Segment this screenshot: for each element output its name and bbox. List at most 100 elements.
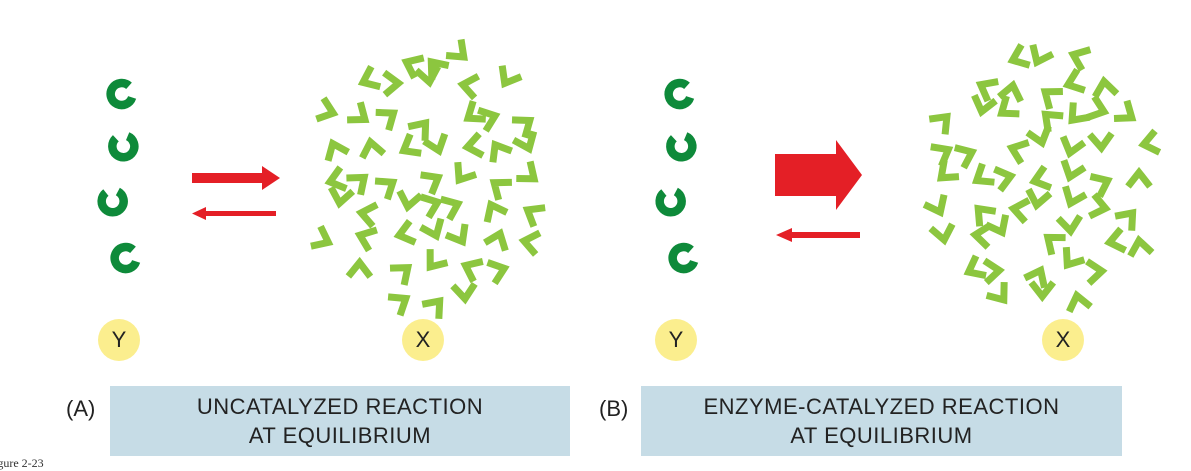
- badge-y-a: Y: [98, 319, 140, 361]
- forward-arrow-thick: [775, 140, 862, 210]
- caption-a-line1: UNCATALYZED REACTION: [196, 394, 484, 419]
- figure-label: igure 2-23: [0, 456, 44, 470]
- x-molecule: [931, 224, 955, 242]
- y-molecule: [666, 81, 691, 107]
- caption-a: UNCATALYZED REACTION AT EQUILIBRIUM: [110, 386, 570, 456]
- x-molecule: [986, 215, 1012, 237]
- x-molecule: [929, 109, 955, 134]
- x-molecule: [970, 201, 996, 226]
- x-molecule: [316, 98, 336, 123]
- x-molecule: [1038, 83, 1062, 109]
- x-molecule: [421, 168, 444, 194]
- panel-a-x-molecules: [311, 39, 545, 318]
- x-molecule: [1064, 70, 1085, 95]
- x-molecule: [461, 256, 483, 282]
- caption-b-line2: AT EQUILIBRIUM: [790, 423, 973, 448]
- x-molecule: [388, 289, 412, 315]
- x-molecule: [1059, 137, 1084, 157]
- x-molecule: [347, 102, 371, 128]
- x-molecule: [1115, 206, 1141, 231]
- x-molecule: [421, 192, 442, 218]
- x-molecule: [971, 164, 995, 190]
- x-molecule: [964, 256, 986, 282]
- x-molecule: [987, 282, 1013, 306]
- x-molecule: [390, 259, 415, 285]
- y-molecule: [108, 81, 133, 107]
- x-molecule: [359, 202, 377, 226]
- x-molecule: [522, 230, 540, 254]
- x-molecule: [984, 259, 1000, 282]
- x-molecule: [516, 161, 541, 187]
- x-molecule: [522, 200, 545, 226]
- x-molecule: [487, 258, 507, 283]
- x-molecule: [1114, 101, 1138, 127]
- x-molecule: [486, 139, 512, 162]
- x-molecule: [1008, 45, 1029, 71]
- x-molecule: [1087, 260, 1103, 283]
- label-x: X: [1055, 327, 1071, 352]
- panel-b-y-molecules: [659, 81, 695, 271]
- x-molecule: [976, 75, 999, 101]
- y-molecule: [112, 245, 137, 271]
- x-molecule: [1128, 239, 1152, 256]
- x-molecule: [348, 262, 370, 276]
- x-molecule: [446, 224, 472, 247]
- x-molecule: [465, 134, 483, 158]
- label-x: X: [415, 327, 431, 352]
- x-molecule: [311, 226, 333, 252]
- x-molecule: [924, 195, 950, 217]
- x-molecule: [360, 140, 384, 158]
- badge-x-a: X: [402, 319, 444, 361]
- x-molecule: [450, 162, 476, 186]
- y-molecule: [659, 191, 683, 213]
- x-molecule: [441, 194, 462, 220]
- x-molecule: [1128, 173, 1150, 187]
- panel-tag-a: (A): [66, 396, 96, 421]
- x-molecule: [1107, 229, 1125, 253]
- x-molecule: [1026, 189, 1050, 207]
- panel-a-arrows: [192, 166, 280, 220]
- y-molecule: [669, 135, 694, 159]
- caption-a-line2: AT EQUILIBRIUM: [248, 423, 432, 448]
- x-molecule: [461, 74, 479, 98]
- x-molecule: [485, 230, 511, 251]
- x-molecule: [376, 104, 400, 130]
- x-molecule: [356, 225, 377, 251]
- x-molecule: [1090, 171, 1112, 197]
- x-molecule: [955, 142, 977, 168]
- x-molecule: [446, 39, 471, 65]
- x-molecule: [422, 249, 448, 274]
- x-molecule: [487, 174, 511, 200]
- x-molecule: [359, 67, 381, 93]
- label-y: Y: [668, 327, 684, 352]
- x-molecule: [1027, 126, 1052, 146]
- x-molecule: [1027, 45, 1053, 67]
- x-molecule: [397, 191, 421, 209]
- x-molecule: [1064, 102, 1090, 127]
- y-molecule: [670, 245, 695, 271]
- x-molecule: [994, 165, 1013, 190]
- reverse-arrow: [776, 228, 860, 242]
- x-molecule: [1066, 293, 1091, 312]
- panel-a-y-molecules: [101, 81, 137, 271]
- x-molecule: [421, 219, 447, 240]
- x-molecule: [1011, 198, 1029, 222]
- x-molecule: [1031, 167, 1051, 192]
- x-molecule: [495, 66, 521, 89]
- x-molecule: [398, 134, 421, 160]
- badge-y-b: Y: [655, 319, 697, 361]
- x-molecule: [1141, 131, 1159, 155]
- x-molecule: [1025, 265, 1051, 287]
- caption-b: ENZYME-CATALYZED REACTION AT EQUILIBRIUM: [641, 386, 1122, 456]
- x-molecule: [1008, 138, 1029, 163]
- x-molecule: [1090, 133, 1113, 148]
- y-molecule: [111, 135, 136, 159]
- x-molecule: [396, 221, 415, 246]
- x-molecule: [1090, 195, 1108, 219]
- x-molecule: [1058, 247, 1084, 271]
- forward-arrow: [192, 166, 280, 190]
- label-y: Y: [111, 327, 127, 352]
- x-molecule: [1087, 97, 1107, 122]
- x-molecule: [1059, 160, 1084, 180]
